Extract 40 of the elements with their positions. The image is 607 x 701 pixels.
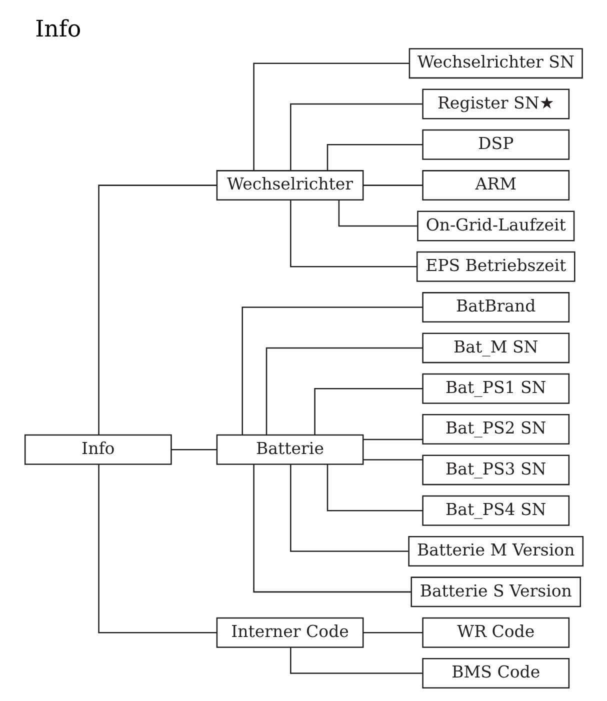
connector	[362, 632, 422, 634]
node-box: BatBrand	[422, 292, 570, 323]
connector	[170, 448, 216, 450]
node-box: Wechselrichter	[216, 170, 364, 201]
connector	[290, 464, 408, 552]
connector	[98, 184, 216, 435]
connector	[290, 200, 416, 268]
connector	[338, 200, 417, 227]
connector	[290, 647, 422, 674]
node-box: EPS Betriebszeit	[416, 251, 575, 282]
node-box: On-Grid-Laufzeit	[416, 210, 574, 242]
node-box: Register SN★	[422, 88, 570, 120]
connector	[252, 464, 411, 593]
node-box: Bat_PS1 SN	[422, 373, 570, 404]
connector	[98, 464, 216, 634]
node-box: Batterie	[216, 434, 364, 465]
node-box: Bat_PS3 SN	[422, 454, 570, 486]
node-box: ARM	[422, 170, 570, 201]
node-box: DSP	[422, 129, 570, 160]
node-box: Info	[24, 434, 172, 465]
connector	[290, 103, 422, 170]
node-box: Bat_PS2 SN	[422, 414, 570, 445]
connector	[265, 347, 422, 435]
connector	[326, 144, 422, 171]
node-box: BMS Code	[422, 658, 570, 688]
connector	[252, 62, 409, 170]
connector	[362, 459, 422, 460]
node-box: WR Code	[422, 617, 570, 648]
connector	[362, 438, 422, 440]
connector	[314, 388, 422, 435]
node-box: Interner Code	[216, 617, 364, 648]
node-box: Bat_PS4 SN	[422, 495, 570, 526]
diagram-title: Info	[34, 16, 81, 43]
node-box: Bat_M SN	[422, 332, 570, 364]
node-box: Batterie M Version	[408, 536, 584, 567]
connector	[326, 464, 422, 512]
node-box: Wechselrichter SN	[408, 48, 582, 79]
node-box: Batterie S Version	[410, 576, 580, 608]
connector	[241, 306, 422, 435]
connector	[362, 184, 422, 186]
